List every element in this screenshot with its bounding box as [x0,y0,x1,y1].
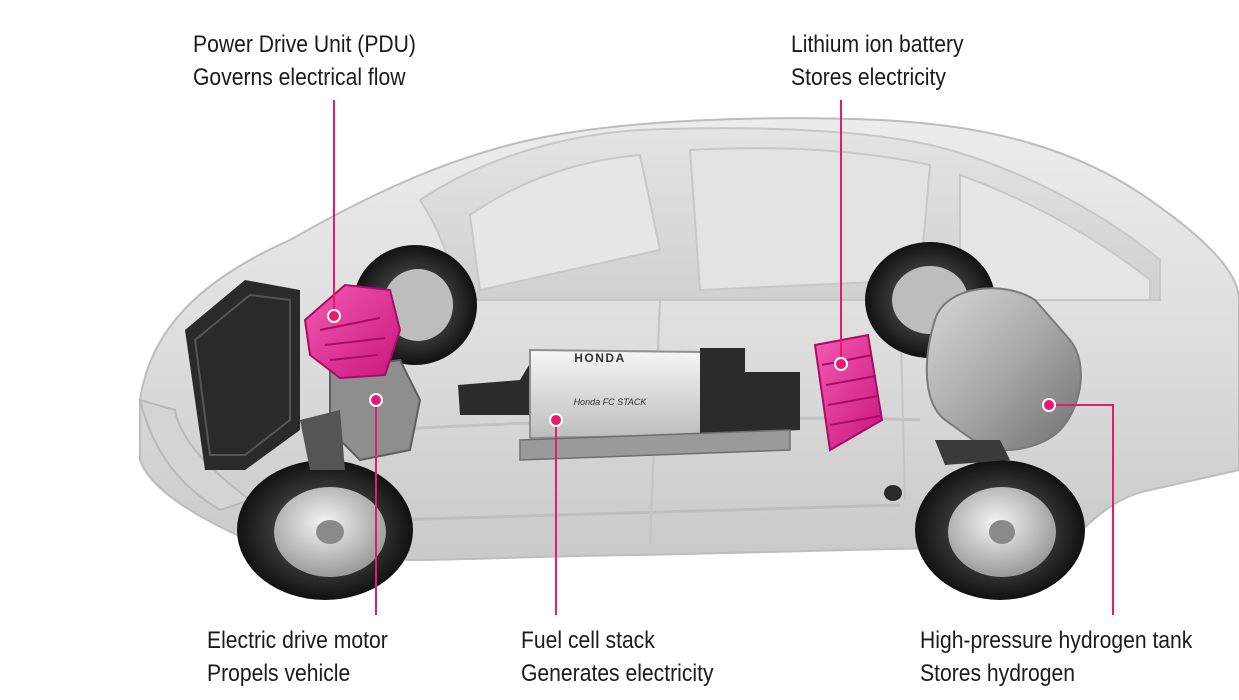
front-wheel-lower [237,460,413,600]
motor-title: Electric drive motor [207,627,388,654]
tank-leader-line [1050,404,1114,615]
tank-description: Stores hydrogen [920,660,1075,687]
radiator [185,280,300,470]
tank-callout: High-pressure hydrogen tank Stores hydro… [920,624,1192,690]
tank-marker [1042,398,1056,412]
fuel-cell-marker [549,413,563,427]
pdu-title: Power Drive Unit (PDU) [193,31,416,58]
pdu-description: Governs electrical flow [193,64,406,91]
fuel-cell-brand: HONDA [574,351,626,365]
hydrogen-tank-shape [884,287,1082,501]
fuel-cell-stack-shape [458,348,800,461]
motor-callout: Electric drive motor Propels vehicle [207,624,388,690]
motor-marker [369,393,383,407]
callout-lines [333,100,1114,615]
callout-dots [327,309,1056,427]
motor-description: Propels vehicle [207,660,351,687]
battery-description: Stores electricity [791,64,946,91]
car-body [138,117,1239,562]
fuel-cell-callout: Fuel cell stack Generates electricity [521,624,714,690]
battery-callout: Lithium ion battery Stores electricity [791,28,964,94]
tank-title: High-pressure hydrogen tank [920,627,1193,654]
pdu-marker [327,309,341,323]
fuel-cell-title: Fuel cell stack [521,627,655,654]
rear-wheel-lower [915,460,1085,600]
fuel-cell-description: Generates electricity [521,660,714,687]
pdu-shape [303,283,402,380]
battery-marker [834,357,848,371]
battery-title: Lithium ion battery [791,31,964,58]
lithium-ion-battery-shape [813,333,884,452]
fuel-cell-model: Honda FC STACK [574,397,648,407]
pdu-callout: Power Drive Unit (PDU) Governs electrica… [193,28,416,94]
